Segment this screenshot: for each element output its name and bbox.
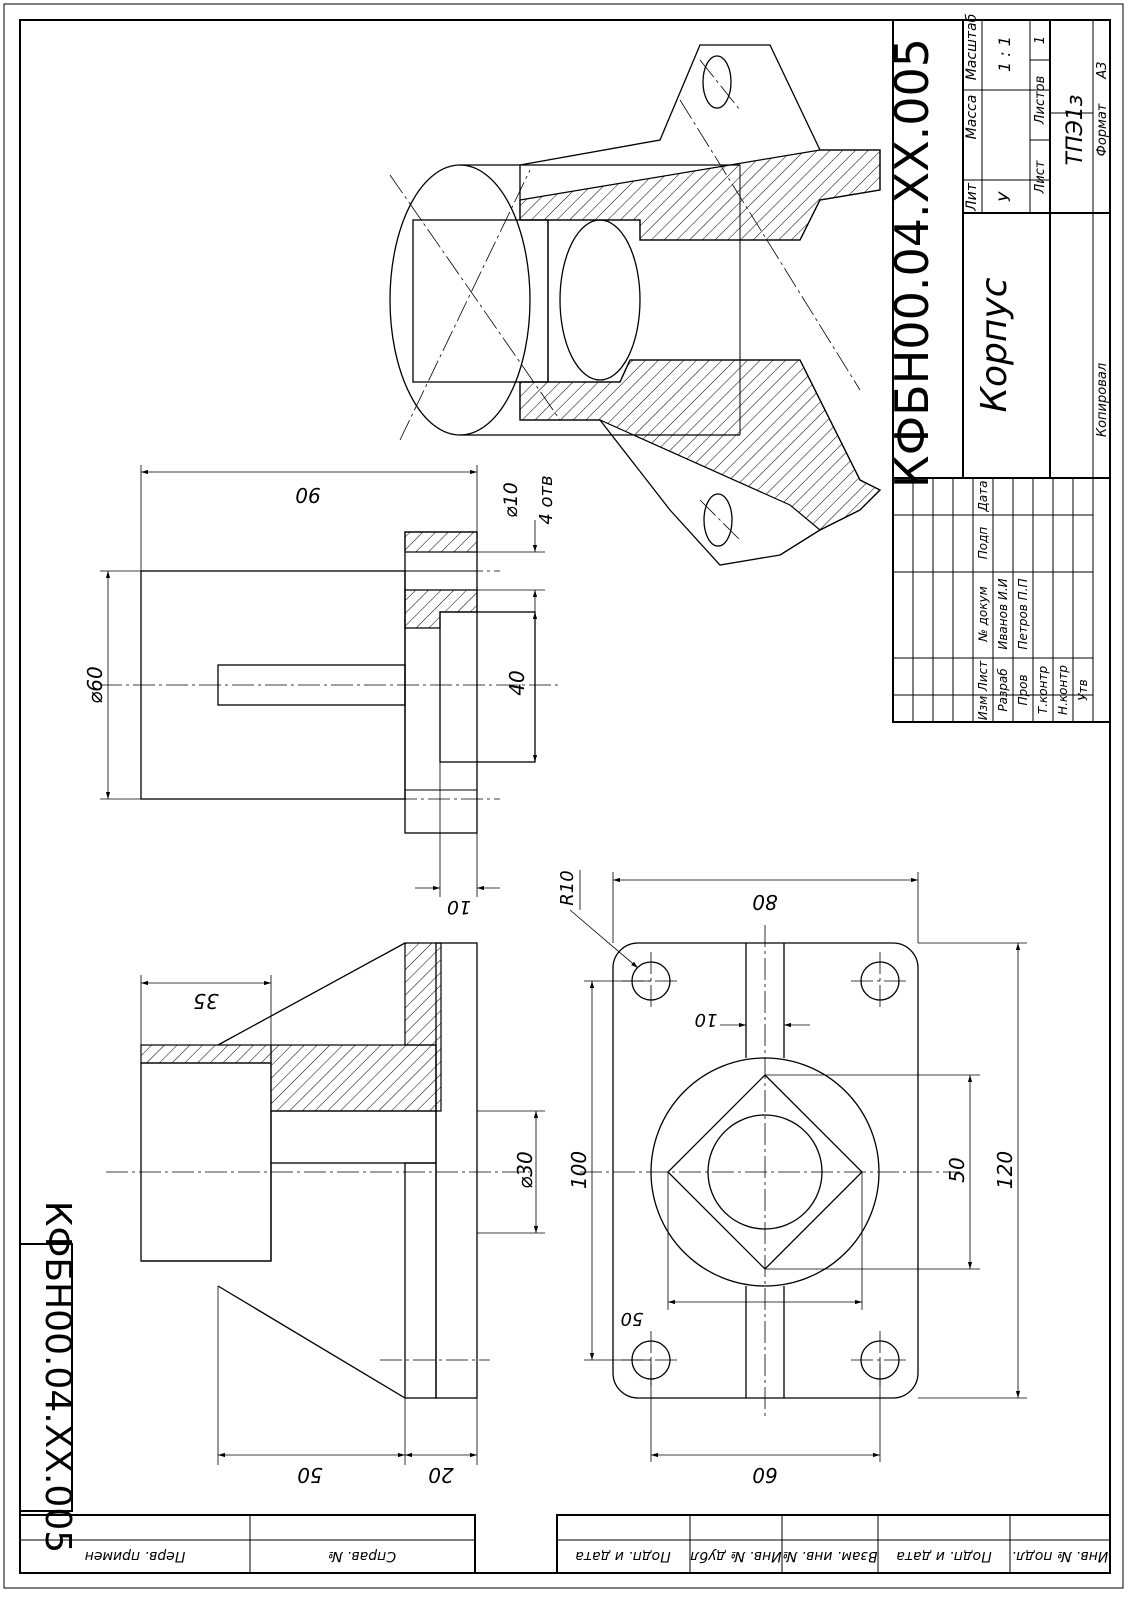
developer-name: Иванов И.И bbox=[996, 578, 1010, 649]
group-code: ТПЭ1з bbox=[1063, 94, 1088, 165]
sheets-header: Листов bbox=[1033, 76, 1048, 126]
stage-header: Лит bbox=[964, 182, 980, 212]
scale-value: 1 : 1 bbox=[995, 36, 1014, 72]
col-change: Изм bbox=[976, 696, 990, 720]
dim-60: 60 bbox=[752, 1463, 777, 1487]
inner-frame bbox=[19, 19, 1111, 1574]
scale-header: Масштаб bbox=[964, 13, 980, 80]
part-name: Корпус bbox=[974, 277, 1015, 412]
dim-20: 20 bbox=[428, 1463, 453, 1487]
col-doc: № докум bbox=[976, 586, 990, 642]
side-view bbox=[100, 531, 560, 834]
copied-label: Копировал bbox=[1095, 363, 1110, 437]
dim-50-diagonal: 50 bbox=[621, 1308, 644, 1329]
title-block: КФБН00.04.ХХ.005 Корпус Лит У Масса Масш… bbox=[885, 13, 1111, 723]
col-sheet: Лист bbox=[976, 660, 990, 692]
format-label: Формат bbox=[1095, 103, 1110, 156]
sheets-value: 1 bbox=[1033, 36, 1048, 44]
dim-35: 35 bbox=[193, 989, 218, 1013]
format-value: А3 bbox=[1095, 61, 1110, 79]
dim-100: 100 bbox=[567, 1151, 591, 1189]
dim-dia30: ⌀30 bbox=[513, 1151, 537, 1189]
col-date: Дата bbox=[976, 480, 990, 512]
holes-note: 4 отв bbox=[536, 475, 557, 524]
dim-r10: R10 bbox=[557, 870, 578, 905]
role-ncontrol: Н.контр bbox=[1056, 665, 1070, 715]
dim-80: 80 bbox=[752, 890, 777, 914]
col-inv-dupl: Инв. № дубл bbox=[690, 1548, 781, 1564]
top-view bbox=[106, 942, 530, 1399]
dim-50-length: 50 bbox=[297, 1463, 322, 1487]
col-inv-orig: Инв. № подл. bbox=[1012, 1548, 1109, 1564]
stage-value: У bbox=[995, 191, 1014, 202]
dim-90: 90 bbox=[295, 483, 320, 507]
title-designation: КФБН00.04.ХХ.005 bbox=[885, 38, 939, 488]
col-sign-date-2: Подп. и дата bbox=[896, 1548, 991, 1564]
front-view-dimensions: 80 120 100 50 50 60 10 R10 bbox=[557, 870, 1027, 1487]
col-repl-inv: Взам. инв. № bbox=[782, 1548, 877, 1564]
role-developed: Разраб bbox=[996, 668, 1010, 712]
col-sign-date-1: Подп. и дата bbox=[575, 1548, 670, 1564]
sheet-header: Лист bbox=[1033, 160, 1048, 194]
dim-10-flange: 10 bbox=[447, 896, 471, 918]
dim-50-square: 50 bbox=[945, 1157, 969, 1182]
isometric-view bbox=[389, 44, 882, 566]
outer-frame bbox=[3, 3, 1124, 1589]
dim-dia60: ⌀60 bbox=[83, 666, 107, 704]
role-approved: Утв bbox=[1076, 679, 1090, 700]
mass-header: Масса bbox=[964, 95, 980, 140]
dim-10-slot: 10 bbox=[695, 1009, 718, 1030]
dim-120: 120 bbox=[993, 1151, 1017, 1189]
checker-name: Петров П.П bbox=[1016, 578, 1030, 649]
top-view-dimensions: 35 ⌀30 50 20 bbox=[140, 975, 545, 1487]
dim-dia10: ⌀10 bbox=[500, 482, 522, 518]
col-ref-no: Справ. № bbox=[328, 1548, 396, 1564]
side-stamp: КФБН00.04.ХХ.005 bbox=[19, 1201, 78, 1553]
dim-40: 40 bbox=[505, 670, 529, 695]
col-sign: Подп bbox=[976, 527, 990, 560]
side-view-dimensions: 90 ⌀60 40 ⌀10 4 отв 10 bbox=[83, 465, 557, 918]
role-tcontrol: Т.контр bbox=[1036, 666, 1050, 715]
front-view bbox=[580, 925, 960, 1420]
col-first-use: Перв. примен bbox=[85, 1548, 186, 1564]
side-stamp-designation: КФБН00.04.ХХ.005 bbox=[37, 1201, 78, 1553]
role-checked: Пров bbox=[1016, 674, 1030, 705]
bottom-columns: Перв. примен Справ. № Подп. и дата Инв. … bbox=[19, 1514, 1111, 1574]
